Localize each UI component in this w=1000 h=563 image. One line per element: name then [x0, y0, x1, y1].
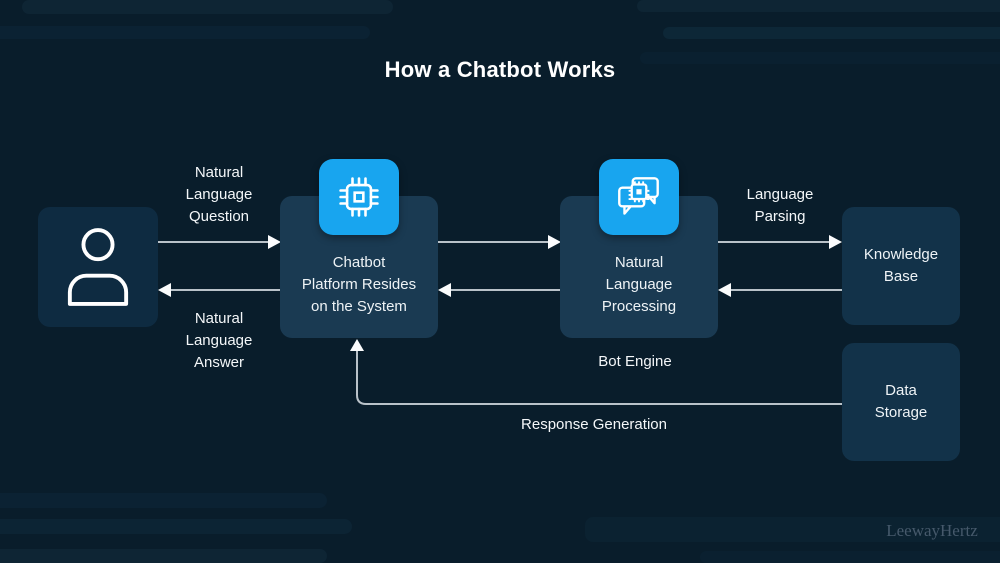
page-title: How a Chatbot Works	[384, 57, 616, 82]
label-response-generation: Response Generation	[521, 416, 667, 433]
arrow-nlp-to-platform	[438, 283, 560, 297]
decorative-stripe	[22, 0, 393, 14]
label-bot-engine: Bot Engine	[598, 353, 672, 370]
decorative-stripe	[0, 493, 327, 508]
node-label: Data Storage	[874, 382, 928, 421]
arrow-knowledge-base-to-nlp	[718, 283, 842, 297]
label-natural-language-answer: Natural Language Answer	[185, 310, 253, 371]
decorative-stripe	[0, 26, 370, 39]
decorative-stripe	[700, 551, 1000, 563]
decorative-stripe	[0, 519, 352, 534]
user-icon	[67, 228, 129, 306]
label-natural-language-question: Natural Language Question	[185, 164, 253, 225]
decorative-stripe	[0, 549, 327, 563]
arrow-user-to-platform	[158, 235, 281, 249]
decorative-stripe	[637, 0, 1000, 12]
node-label: Natural Language Processing	[601, 254, 677, 315]
label-language-parsing: Language Parsing	[746, 186, 814, 225]
node-label: Knowledge Base	[863, 246, 939, 285]
cpu-chip-icon	[339, 177, 379, 217]
arrow-nlp-to-knowledge-base	[718, 235, 842, 249]
node-data-storage: Data Storage	[842, 343, 960, 461]
node-chatbot-platform: Chatbot Platform Resides on the System	[280, 196, 438, 338]
node-knowledge-base: Knowledge Base	[842, 207, 960, 325]
arrow-platform-to-nlp	[438, 235, 561, 249]
decorative-stripe	[585, 517, 1000, 542]
leewayhertz-watermark: LeewayHertz	[886, 521, 978, 540]
arrow-platform-to-user	[158, 283, 280, 297]
cpu-chip-badge	[319, 159, 399, 235]
decorative-stripe	[640, 52, 1000, 64]
node-user	[38, 207, 158, 327]
chat-processing-badge	[599, 159, 679, 235]
chat-processing-icon	[618, 177, 659, 215]
node-label: Chatbot Platform Resides on the System	[301, 254, 417, 315]
decorative-stripe	[663, 27, 1000, 39]
